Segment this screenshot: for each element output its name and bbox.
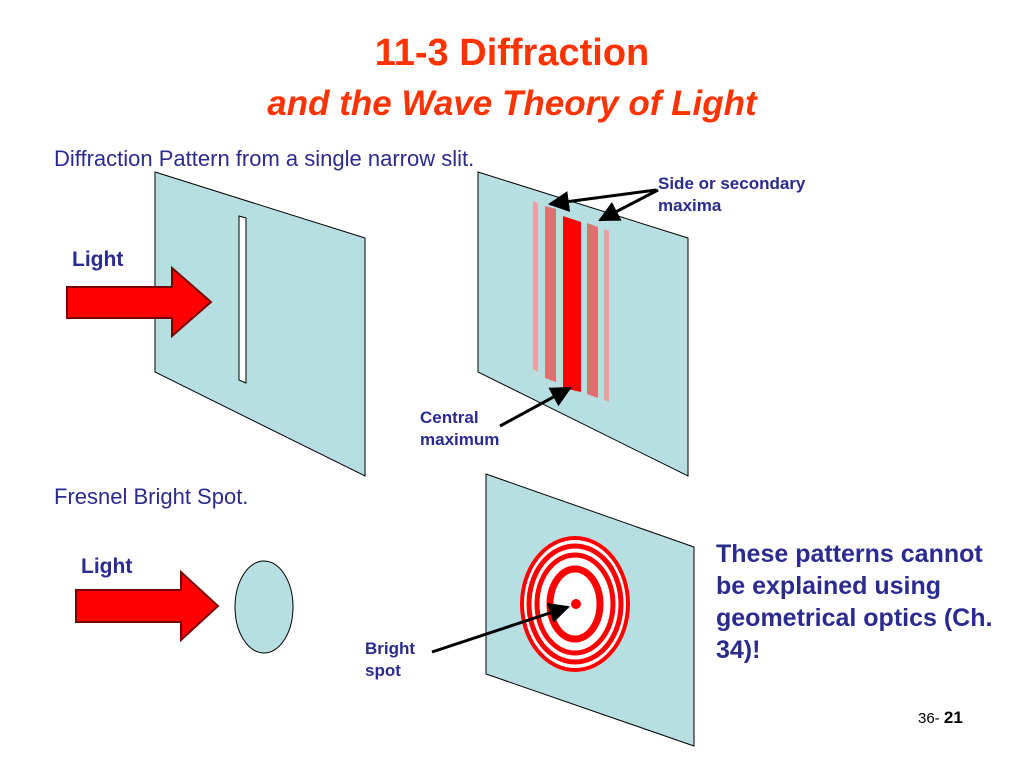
slide-number: 36- 21 bbox=[918, 708, 963, 728]
bright-spot-label: Bright spot bbox=[365, 638, 415, 682]
central-maximum-label: Central maximum bbox=[420, 407, 499, 451]
secondary-pointer-left bbox=[547, 188, 657, 212]
central-pointer bbox=[499, 386, 572, 428]
fresnel-caption: Fresnel Bright Spot. bbox=[54, 484, 249, 509]
bright-label-line1: Bright bbox=[365, 639, 416, 658]
bright-spot-pointer bbox=[431, 602, 570, 654]
secondary-fringe-left-outer bbox=[533, 201, 538, 372]
central-label-line1: Central bbox=[420, 408, 479, 427]
light-label-2: Light bbox=[81, 555, 133, 578]
explanation-note: These patterns cannot be explained using… bbox=[716, 540, 993, 664]
narrow-slit bbox=[238, 215, 247, 384]
slide-title-line1: 11-3 Diffraction bbox=[374, 32, 650, 74]
slit-caption: Diffraction Pattern from a single narrow… bbox=[54, 146, 475, 171]
secondary-fringe-left bbox=[545, 206, 556, 382]
slide-title-line2: and the Wave Theory of Light bbox=[267, 84, 757, 123]
light-arrow-1 bbox=[66, 265, 213, 339]
secondary-fringe-right bbox=[587, 223, 598, 398]
light-label-1: Light bbox=[72, 248, 124, 271]
pattern-screen bbox=[477, 171, 689, 477]
secondary-fringe-right-outer bbox=[604, 229, 609, 402]
bright-spot bbox=[571, 599, 581, 609]
slide-number-prefix: 36- bbox=[918, 710, 940, 727]
slide-number-page: 21 bbox=[943, 708, 963, 727]
secondary-pointer-right bbox=[598, 188, 659, 222]
circular-obstacle bbox=[234, 560, 294, 654]
central-maximum-fringe bbox=[563, 216, 581, 392]
light-arrow-2 bbox=[75, 569, 220, 643]
central-label-line2: maximum bbox=[420, 430, 500, 449]
bright-label-line2: spot bbox=[365, 661, 401, 680]
secondary-maxima-label: Side or secondary maxima bbox=[658, 174, 806, 215]
